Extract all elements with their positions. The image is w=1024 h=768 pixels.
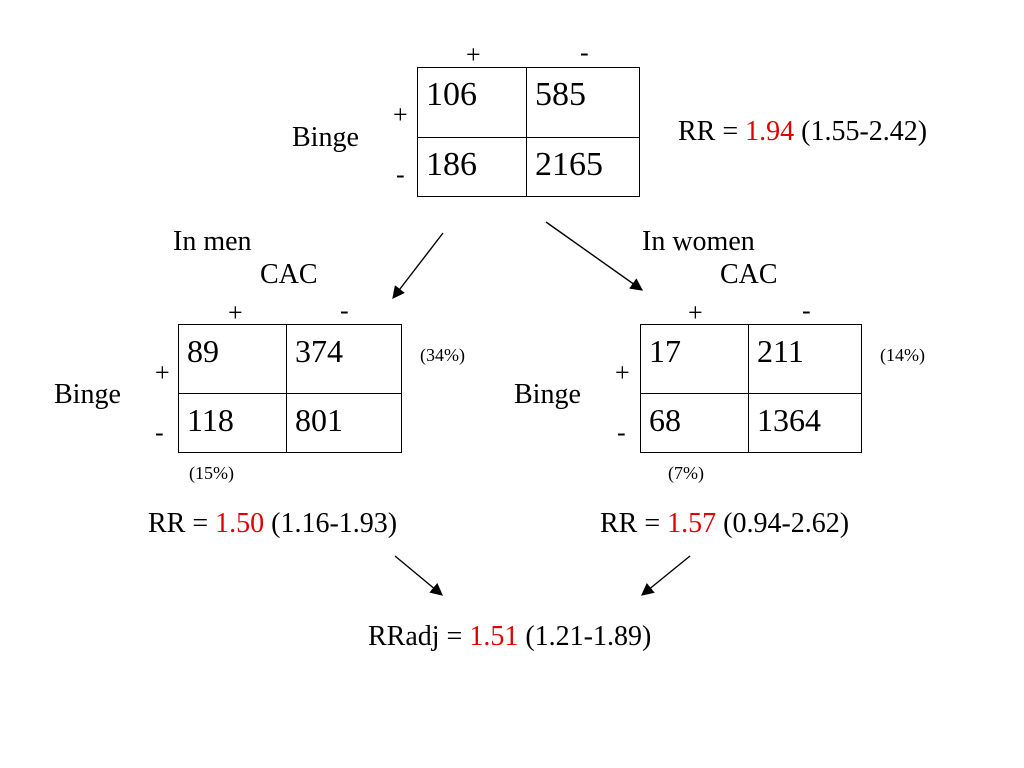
rr-prefix: RRadj = — [368, 621, 470, 652]
women-contingency-table: 17 211 68 1364 — [640, 324, 862, 453]
rr-ci: (1.21-1.89) — [518, 621, 652, 652]
rr-value: 1.51 — [469, 621, 519, 652]
men-group-label: In men — [173, 226, 252, 257]
overall-row-label: Binge — [292, 122, 359, 153]
table-cell: 374 — [286, 324, 402, 394]
women-col-minus-label: - — [802, 296, 811, 325]
men-exposure-label: CAC — [260, 259, 318, 290]
table-cell: 17 — [640, 324, 749, 394]
rr-ci: (1.55-2.42) — [794, 116, 928, 147]
overall-col-plus-label: + — [466, 40, 481, 69]
table-cell: 2165 — [526, 137, 640, 197]
arrow-women-to-adjusted — [641, 555, 691, 596]
rr-prefix: RR = — [148, 508, 216, 539]
table-cell: 68 — [640, 393, 749, 453]
rr-prefix: RR = — [600, 508, 668, 539]
women-row-label: Binge — [514, 379, 581, 410]
women-group-label: In women — [642, 226, 755, 257]
table-cell: 211 — [748, 324, 862, 394]
overall-row-plus-label: + — [393, 100, 408, 129]
table-cell: 585 — [526, 67, 640, 138]
arrow-overall-to-women — [545, 221, 644, 291]
men-col-plus-label: + — [228, 298, 243, 327]
women-pct-bottom: (7%) — [668, 463, 704, 483]
adjusted-rr: RRadj = 1.51 (1.21-1.89) — [368, 623, 651, 651]
overall-row-minus-label: - — [396, 160, 405, 189]
women-col-plus-label: + — [688, 298, 703, 327]
women-exposure-label: CAC — [720, 259, 778, 290]
women-rr: RR = 1.57 (0.94-2.62) — [600, 510, 849, 538]
overall-col-minus-label: - — [580, 38, 589, 67]
table-cell: 186 — [417, 137, 527, 197]
table-cell: 106 — [417, 67, 527, 138]
rr-value: 1.50 — [215, 508, 265, 539]
rr-prefix: RR = — [678, 116, 746, 147]
men-row-minus-label: - — [155, 418, 164, 447]
women-pct-right: (14%) — [880, 345, 925, 365]
table-cell: 118 — [178, 393, 287, 453]
men-rr: RR = 1.50 (1.16-1.93) — [148, 510, 397, 538]
table-cell: 89 — [178, 324, 287, 394]
arrow-men-to-adjusted — [394, 555, 443, 596]
men-pct-right: (34%) — [420, 345, 465, 365]
men-contingency-table: 89 374 118 801 — [178, 324, 402, 453]
women-row-minus-label: - — [617, 418, 626, 447]
table-cell: 801 — [286, 393, 402, 453]
men-pct-bottom: (15%) — [189, 463, 234, 483]
men-row-label: Binge — [54, 379, 121, 410]
arrow-overall-to-men — [392, 232, 444, 299]
table-cell: 1364 — [748, 393, 862, 453]
overall-rr: RR = 1.94 (1.55-2.42) — [678, 118, 927, 146]
men-col-minus-label: - — [340, 296, 349, 325]
men-row-plus-label: + — [155, 358, 170, 387]
rr-value: 1.94 — [745, 116, 795, 147]
rr-ci: (0.94-2.62) — [716, 508, 850, 539]
women-row-plus-label: + — [615, 358, 630, 387]
overall-contingency-table: 106 585 186 2165 — [417, 67, 640, 197]
rr-value: 1.57 — [667, 508, 717, 539]
rr-ci: (1.16-1.93) — [264, 508, 398, 539]
